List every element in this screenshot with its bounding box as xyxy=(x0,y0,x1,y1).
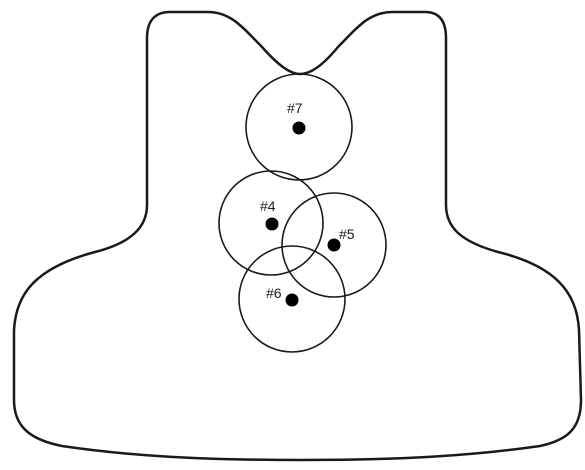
armor-panel-outline xyxy=(14,12,581,460)
shot-6-group: #6 xyxy=(239,246,345,352)
shot-7-impact-dot xyxy=(293,122,306,135)
shot-7-group: #7 xyxy=(246,74,352,180)
shot-5-label: #5 xyxy=(339,226,355,242)
shot-4-impact-dot xyxy=(266,218,279,231)
shot-5-group: #5 xyxy=(282,193,386,297)
shot-6-impact-dot xyxy=(286,294,299,307)
shot-4-group: #4 xyxy=(219,171,323,275)
shot-7-label: #7 xyxy=(287,100,303,116)
shot-6-label: #6 xyxy=(266,285,282,301)
shot-4-label: #4 xyxy=(260,198,276,214)
